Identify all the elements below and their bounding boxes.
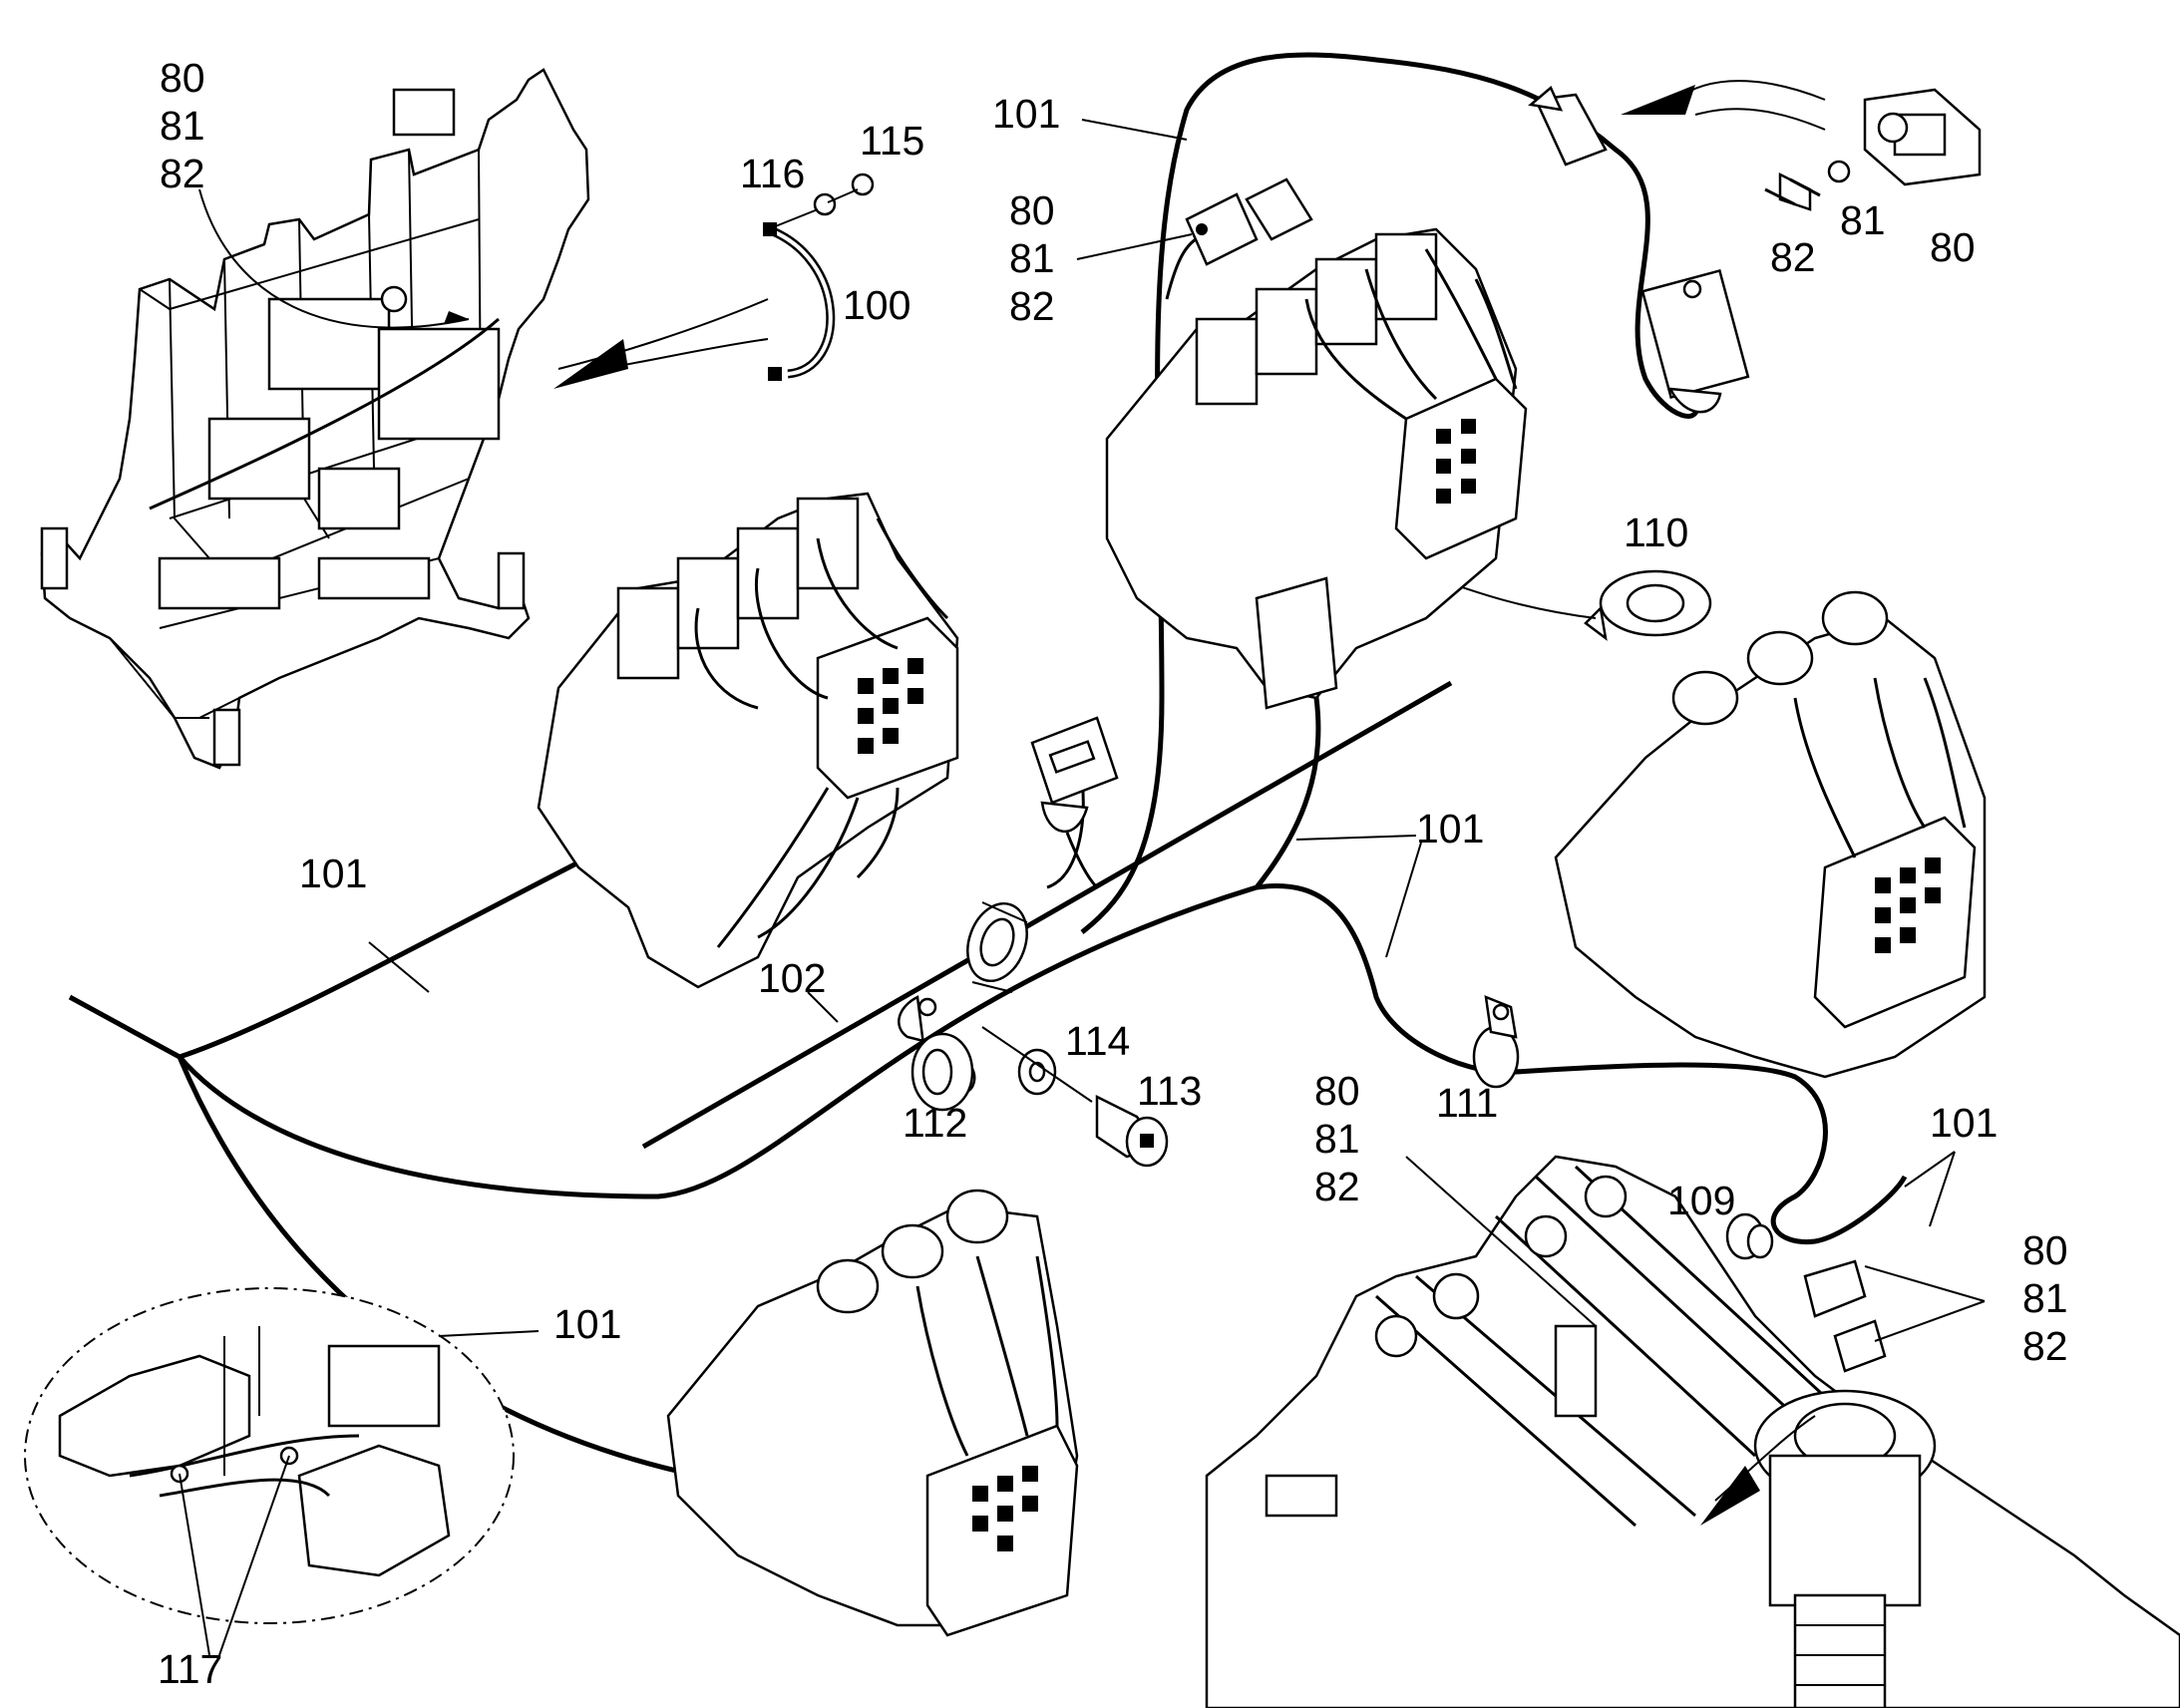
callout-110: 110 [1624, 510, 1688, 555]
boom-and-slew-assembly [1205, 1155, 2180, 1708]
callout-114: 114 [1065, 1018, 1130, 1064]
top-direction-arrow [1621, 80, 1826, 131]
callout-115: 115 [860, 118, 924, 164]
grommet [966, 901, 1028, 993]
callout-labels: 80 81 82 115 116 100 101 80 81 82 82 81 … [158, 55, 2068, 1692]
valve-block-upper-middle-terminal-grid [1436, 419, 1476, 504]
callout-101-left: 101 [299, 851, 367, 896]
washer-114 [1017, 1048, 1057, 1096]
valve-block-lower [666, 1189, 1079, 1637]
callout-80-b: 80 [1009, 187, 1055, 233]
callout-109: 109 [1667, 1178, 1735, 1223]
machine-frame-assembly [40, 68, 590, 770]
callout-101-right: 101 [1930, 1100, 1998, 1146]
valve-block-lower-terminal-grid [972, 1466, 1038, 1551]
callout-82-b: 82 [1009, 283, 1055, 329]
leader-lines [368, 119, 1986, 1342]
callout-111: 111 [1436, 1080, 1498, 1126]
callout-101-low: 101 [553, 1301, 621, 1347]
callout-82-c: 82 [1314, 1164, 1360, 1209]
callout-80-c: 80 [1314, 1068, 1360, 1114]
slew-motor [1753, 1389, 1937, 1708]
callout-81-d: 81 [2022, 1275, 2068, 1321]
callout-81-c: 81 [1314, 1116, 1360, 1162]
top-connector-plug [1528, 85, 1608, 167]
callout-101-mid: 101 [1416, 806, 1484, 852]
callout-81-b: 81 [1009, 235, 1055, 281]
callout-80-d: 80 [2022, 1227, 2068, 1273]
clamp-111 [1472, 995, 1520, 1089]
callout-82-d: 82 [2022, 1323, 2068, 1369]
callout-80-a: 80 [160, 55, 205, 101]
valve-block-upper-middle [1105, 227, 1528, 710]
harness-101-lines [68, 52, 1908, 1582]
frame-callout-arrow [198, 188, 470, 329]
sensor-box-upper-right [1640, 268, 1750, 414]
detail-view-117 [24, 1287, 515, 1656]
callout-101-top: 101 [992, 91, 1060, 137]
valve-block-right [1554, 590, 1987, 1079]
valve-block-left-terminal-grid [858, 658, 923, 754]
callout-116: 116 [740, 151, 805, 196]
grommet-109 [1725, 1212, 1774, 1260]
valve-block-right-terminal-grid [1875, 857, 1941, 953]
callout-117: 117 [158, 1646, 222, 1692]
callout-82-a: 82 [160, 151, 205, 196]
callout-112: 112 [903, 1100, 967, 1146]
callout-81-right: 81 [1840, 197, 1886, 243]
junction-box [1030, 716, 1119, 889]
callout-113: 113 [1137, 1068, 1202, 1114]
valve-block-left [537, 492, 959, 989]
callout-80-right: 80 [1930, 224, 1976, 270]
plate-80-81-82-detail [1764, 88, 1982, 211]
connector-80-81-82-d [1803, 1259, 1887, 1373]
strap-direction-arrow [553, 298, 769, 389]
callout-81-a: 81 [160, 103, 205, 149]
clamp-112 [898, 995, 976, 1112]
callout-102: 102 [758, 955, 826, 1001]
screw-113 [981, 1026, 1169, 1168]
callout-82-right: 82 [1770, 234, 1816, 280]
callout-100: 100 [843, 282, 910, 328]
connector-80-81-82-b [1185, 177, 1313, 266]
ground-strap-100 [763, 172, 875, 381]
